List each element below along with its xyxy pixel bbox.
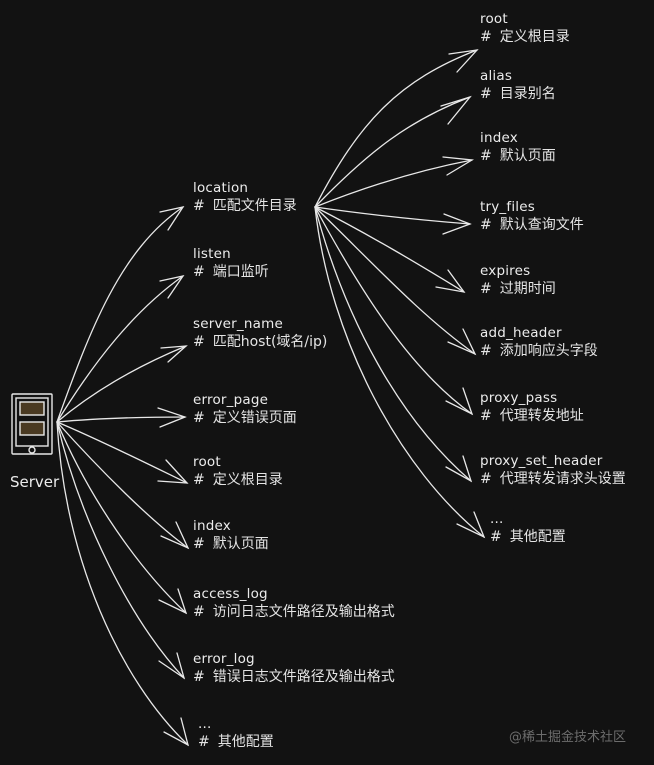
directive-comment: 代理转发地址 [499, 408, 584, 424]
server-node-root: root # 定义根目录 [193, 454, 283, 490]
server-node-other: ... # 其他配置 [198, 716, 274, 752]
comment-hash: # [490, 529, 502, 545]
comment-hash: # [480, 86, 492, 102]
directive-comment: 错误日志文件路径及输出格式 [212, 669, 395, 685]
comment-hash: # [480, 343, 492, 359]
server-label: Server [10, 473, 60, 491]
directive-key: listen [193, 246, 231, 262]
directive-key: root [193, 454, 221, 470]
directive-key: ... [490, 511, 504, 527]
location-node-root: root # 定义根目录 [480, 11, 570, 47]
server-node-error-log: error_log # 错误日志文件路径及输出格式 [193, 651, 395, 687]
comment-hash: # [193, 604, 205, 620]
comment-hash: # [193, 198, 205, 214]
watermark: @稀土掘金技术社区 [509, 730, 627, 745]
directive-comment: 访问日志文件路径及输出格式 [212, 604, 395, 620]
location-node-proxy-pass: proxy_pass # 代理转发地址 [480, 390, 584, 426]
server-node-server-name: server_name # 匹配host(域名/ip) [193, 316, 327, 352]
comment-hash: # [193, 264, 205, 280]
directive-key: index [193, 518, 231, 534]
server-icon [11, 393, 53, 455]
directive-key: add_header [480, 325, 562, 341]
directive-comment: 匹配host(域名/ip) [212, 334, 328, 350]
directive-key: ... [198, 716, 212, 732]
comment-hash: # [193, 472, 205, 488]
comment-hash: # [198, 734, 210, 750]
comment-hash: # [193, 334, 205, 350]
directive-comment: 添加响应头字段 [499, 343, 598, 359]
directive-comment: 定义根目录 [499, 29, 570, 45]
location-node-other: ... # 其他配置 [490, 511, 566, 547]
server-node-access-log: access_log # 访问日志文件路径及输出格式 [193, 586, 395, 622]
directive-comment: 匹配文件目录 [212, 198, 297, 214]
directive-key: alias [480, 68, 513, 84]
comment-hash: # [480, 217, 492, 233]
location-node-alias: alias # 目录别名 [480, 68, 556, 104]
directive-comment: 默认页面 [499, 148, 556, 164]
directive-comment: 其他配置 [509, 529, 566, 545]
directive-key: server_name [193, 316, 283, 332]
directive-comment: 定义错误页面 [212, 410, 297, 426]
location-node-try-files: try_files # 默认查询文件 [480, 199, 584, 235]
directive-comment: 端口监听 [212, 264, 269, 280]
comment-hash: # [193, 536, 205, 552]
directive-key: expires [480, 263, 531, 279]
server-node-error-page: error_page # 定义错误页面 [193, 392, 297, 428]
directive-comment: 定义根目录 [212, 472, 283, 488]
location-node-add-header: add_header # 添加响应头字段 [480, 325, 598, 361]
location-node-expires: expires # 过期时间 [480, 263, 556, 299]
server-node-listen: listen # 端口监听 [193, 246, 269, 282]
server-node-index: index # 默认页面 [193, 518, 269, 554]
directive-key: error_page [193, 392, 269, 408]
directive-comment: 其他配置 [217, 734, 274, 750]
directive-key: try_files [480, 199, 535, 215]
server-node-location: location # 匹配文件目录 [193, 180, 297, 216]
directive-key: error_log [193, 651, 255, 667]
location-node-index: index # 默认页面 [480, 130, 556, 166]
comment-hash: # [480, 281, 492, 297]
directive-key: proxy_set_header [480, 453, 603, 469]
comment-hash: # [480, 471, 492, 487]
comment-hash: # [480, 148, 492, 164]
comment-hash: # [193, 410, 205, 426]
comment-hash: # [480, 29, 492, 45]
directive-key: root [480, 11, 508, 27]
comment-hash: # [480, 408, 492, 424]
directive-comment: 默认查询文件 [499, 217, 584, 233]
directive-comment: 代理转发请求头设置 [499, 471, 626, 487]
directive-key: location [193, 180, 249, 196]
directive-key: access_log [193, 586, 268, 602]
comment-hash: # [193, 669, 205, 685]
directive-comment: 目录别名 [499, 86, 556, 102]
directive-comment: 默认页面 [212, 536, 269, 552]
directive-key: index [480, 130, 518, 146]
location-node-proxy-set-header: proxy_set_header # 代理转发请求头设置 [480, 453, 626, 489]
directive-comment: 过期时间 [499, 281, 556, 297]
directive-key: proxy_pass [480, 390, 558, 406]
